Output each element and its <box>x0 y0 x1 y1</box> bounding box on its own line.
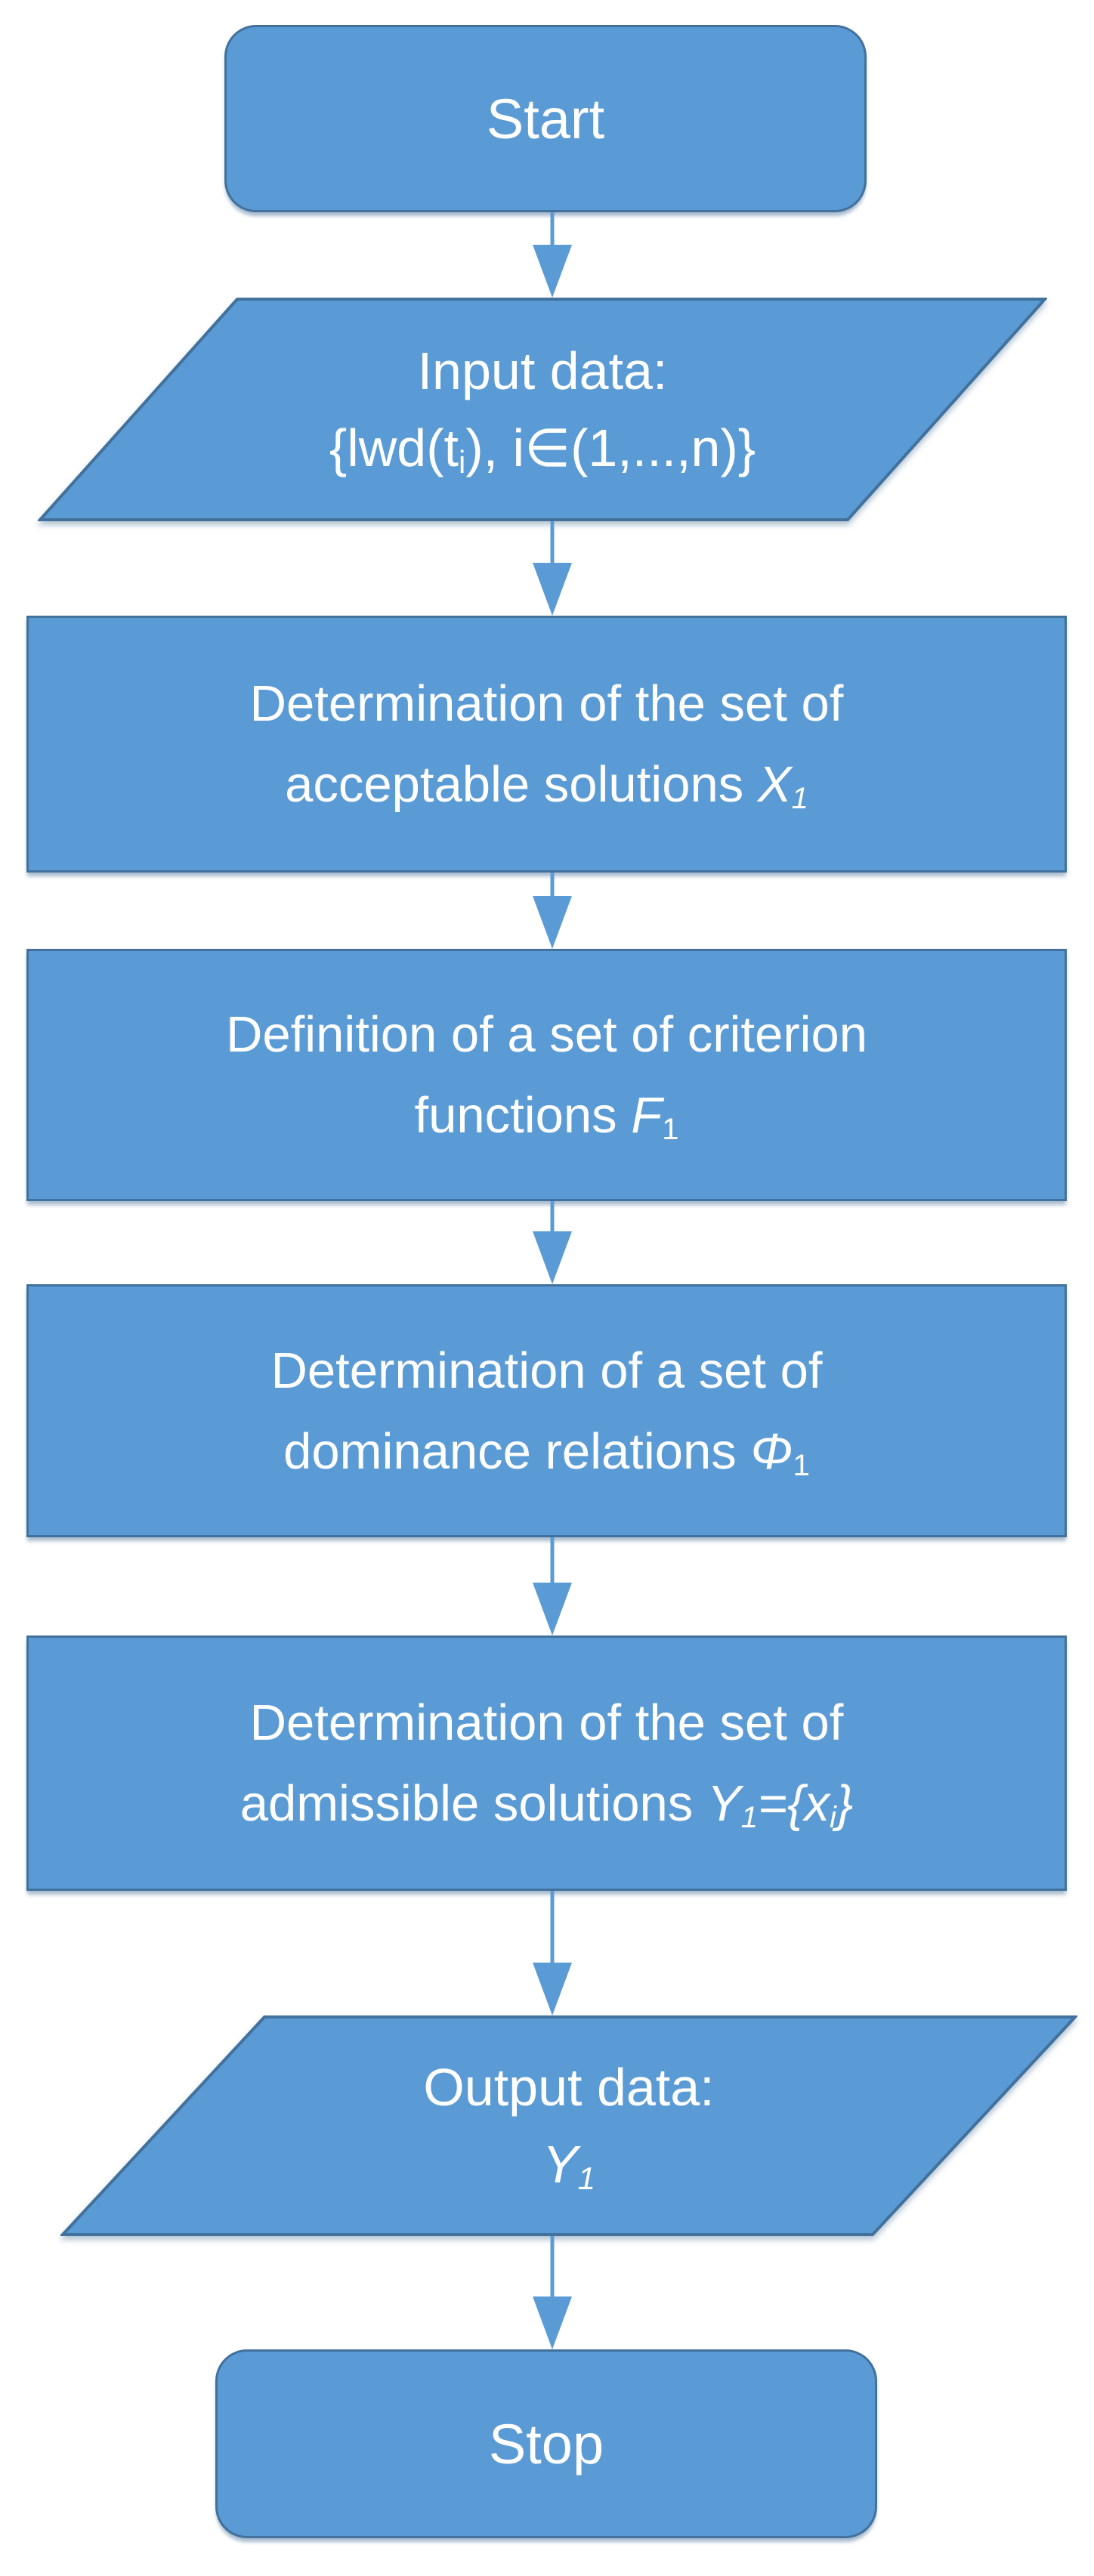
node-text-line: functions F1 <box>414 1087 679 1146</box>
arrow-head-icon <box>533 1231 572 1284</box>
arrow-stem <box>550 873 555 905</box>
start-terminator: Start <box>224 25 867 212</box>
arrow-head-icon <box>533 1963 572 2015</box>
flow-arrow-criterion-to-dominance <box>533 1201 572 1284</box>
node-text-line: Determination of a set of <box>270 1342 823 1399</box>
node-text-line: {lwd(ti), i∈(1,...,n)} <box>329 419 756 480</box>
arrow-head-icon <box>533 896 572 949</box>
node-text-line: dominance relations Φ1 <box>283 1422 810 1482</box>
arrow-stem <box>550 1891 555 1972</box>
arrow-stem <box>550 1537 555 1592</box>
arrow-stem <box>550 1201 555 1240</box>
arrow-head-icon <box>533 563 572 616</box>
arrow-stem <box>550 212 555 254</box>
process-dominance-relations: Determination of a set of dominance rela… <box>26 1284 1067 1537</box>
start-label: Start <box>486 87 605 150</box>
flow-arrow-admissible-to-output <box>533 1891 572 2015</box>
parallelogram-shape <box>60 2015 1077 2236</box>
node-text-line: Determination of the set of <box>249 675 844 732</box>
flow-arrow-dominance-to-admissible <box>533 1537 572 1635</box>
node-text-line: acceptable solutions X1 <box>285 756 808 815</box>
arrow-head-icon <box>533 245 572 298</box>
parallelogram-shape <box>38 298 1047 521</box>
process-acceptable-solutions: Determination of the set of acceptable s… <box>26 616 1067 873</box>
node-text-line: Y1 <box>542 2135 596 2197</box>
output-data-parallelogram: Output data: Y1 <box>60 2015 1077 2236</box>
node-text-line: admissible solutions Y1={xi} <box>240 1775 854 1834</box>
flow-arrow-start-to-input <box>533 212 572 298</box>
arrow-stem <box>550 2236 555 2306</box>
node-text-line: Output data: <box>423 2058 715 2117</box>
flow-arrow-input-to-acceptable <box>533 521 572 616</box>
stop-terminator: Stop <box>215 2349 877 2538</box>
arrow-stem <box>550 521 555 572</box>
flow-arrow-output-to-stop <box>533 2236 572 2349</box>
process-criterion-functions: Definition of a set of criterion functio… <box>26 949 1067 1201</box>
node-text-line: Determination of the set of <box>249 1694 844 1751</box>
output-data-label: Output data: Y1 <box>60 2015 1077 2236</box>
flow-arrow-acceptable-to-criterion <box>533 873 572 949</box>
process-admissible-solutions: Determination of the set of admissible s… <box>26 1635 1067 1891</box>
input-data-label: Input data: {lwd(ti), i∈(1,...,n)} <box>38 298 1047 521</box>
node-text-line: Input data: <box>417 341 668 400</box>
arrow-head-icon <box>533 1583 572 1635</box>
stop-label: Stop <box>488 2412 604 2476</box>
node-text-line: Definition of a set of criterion <box>225 1006 868 1063</box>
arrow-head-icon <box>533 2296 572 2349</box>
input-data-parallelogram: Input data: {lwd(ti), i∈(1,...,n)} <box>38 298 1047 521</box>
